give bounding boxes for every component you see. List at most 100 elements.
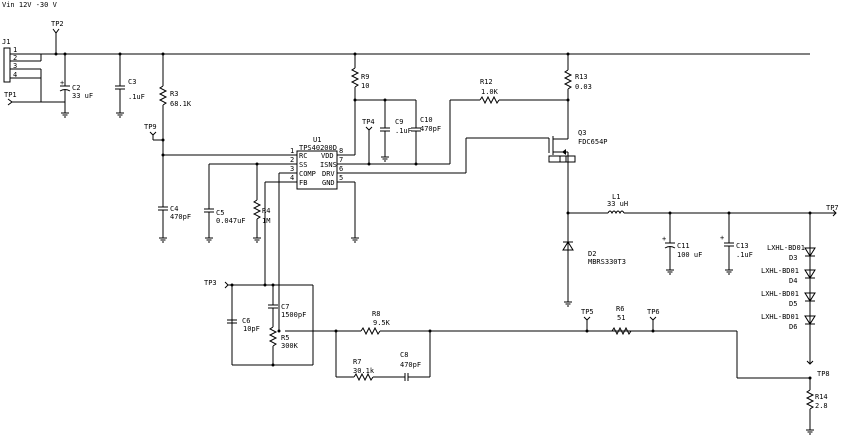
led-d4: LXHL-BD01 D4 — [761, 267, 816, 285]
d4-ref: D4 — [789, 277, 797, 285]
junction-dots — [54, 52, 812, 380]
diode-d2: D2 MBRS330T3 — [562, 241, 626, 266]
resistor-r3: R3 68.1K — [158, 54, 192, 207]
tp7: TP7 — [826, 204, 839, 217]
resistor-r5: R5 300K — [268, 326, 299, 365]
c11-plus: + — [662, 235, 666, 243]
c6-value: 10pF — [243, 325, 260, 333]
tp6: TP6 — [647, 308, 660, 331]
tp2: TP2 — [51, 20, 64, 54]
u1-pin4-num: 4 — [290, 174, 294, 182]
c8-value: 470pF — [400, 361, 421, 369]
tp3: TP3 — [204, 279, 232, 289]
ground-symbols — [61, 112, 814, 435]
tp5-label: TP5 — [581, 308, 594, 316]
resistor-r7: R7 30.1k — [353, 358, 375, 382]
connector-j1: J1 1 2 3 4 — [2, 38, 42, 102]
u1-pin3-num: 3 — [290, 165, 294, 173]
r9-value: 10 — [361, 82, 369, 90]
r4-ref: R4 — [262, 207, 270, 215]
d2-ref: D2 — [588, 250, 596, 258]
r12-value: 1.0K — [481, 88, 499, 96]
tp9-label: TP9 — [144, 123, 157, 131]
d6-ref: D6 — [789, 323, 797, 331]
resistor-r8: R8 9.5K — [360, 310, 391, 336]
c6-ref: C6 — [242, 317, 250, 325]
d5-ref: D5 — [789, 300, 797, 308]
j1-pin-4: 4 — [13, 71, 17, 79]
capacitor-c6: C6 10pF — [227, 285, 260, 333]
c13-plus: + — [720, 234, 724, 242]
resistor-r4: R4 1M — [252, 164, 270, 238]
j1-pin-1: 1 — [13, 46, 17, 54]
c11-value: 100 uF — [677, 251, 702, 259]
mosfet-q3: Q3 FDC654P — [548, 129, 608, 165]
l1-ref: L1 — [612, 193, 620, 201]
u1-pin6-num: 6 — [339, 165, 343, 173]
d6-part: LXHL-BD01 — [761, 313, 799, 321]
resistor-r9: R9 10 — [350, 54, 369, 155]
c10-ref: C10 — [420, 116, 433, 124]
u1-pin2-name: SS — [299, 161, 307, 169]
capacitor-c9: C9 .1uF — [380, 100, 412, 157]
resistor-r6: R6 51 — [611, 305, 632, 336]
c7-ref: C7 — [281, 303, 289, 311]
q3-value: FDC654P — [578, 138, 608, 146]
r12-ref: R12 — [480, 78, 493, 86]
capacitor-c7: C7 1500pF — [268, 285, 306, 327]
u1-pin6-name: DRV — [322, 170, 335, 178]
r13-value: 0.03 — [575, 83, 592, 91]
capacitor-c13: + C13 .1uF — [720, 213, 753, 270]
r7-value: 30.1k — [353, 367, 375, 375]
led-d6: LXHL-BD01 D6 — [761, 313, 816, 331]
r14-value: 2.8 — [815, 402, 828, 410]
u1-pin7-num: 7 — [339, 156, 343, 164]
c4-value: 470pF — [170, 213, 191, 221]
j1-ref: J1 — [2, 38, 10, 46]
u1-ref: U1 — [313, 136, 321, 144]
u1-pin2-num: 2 — [290, 156, 294, 164]
r3-value: 68.1K — [170, 100, 192, 108]
r5-ref: R5 — [281, 334, 289, 342]
tp6-label: TP6 — [647, 308, 660, 316]
tp4-label: TP4 — [362, 118, 375, 126]
u1-pin8-name: VDD — [321, 152, 334, 160]
r6-ref: R6 — [616, 305, 624, 313]
c8-ref: C8 — [400, 351, 408, 359]
c5-ref: C5 — [216, 209, 224, 217]
vin-note: Vin 12V -30 V — [2, 1, 58, 9]
c13-ref: C13 — [736, 242, 749, 250]
d3-part: LXHL-BD01 — [767, 244, 805, 252]
r8-ref: R8 — [372, 310, 380, 318]
tp9: TP9 — [144, 123, 163, 141]
r3-ref: R3 — [170, 90, 178, 98]
u1-pin4-name: FB — [299, 179, 307, 187]
r5-value: 300K — [281, 342, 299, 350]
d3-ref: D3 — [789, 254, 797, 262]
capacitor-c2: + C2 33 uF — [59, 54, 93, 113]
c13-value: .1uF — [736, 251, 753, 259]
tp2-label: TP2 — [51, 20, 64, 28]
tp4: TP4 — [362, 118, 375, 164]
capacitor-c3: C3 .1uF — [115, 54, 145, 113]
u1-pin5-name: GND — [322, 179, 335, 187]
c11-ref: C11 — [677, 242, 690, 250]
capacitor-c11: + C11 100 uF — [662, 213, 702, 270]
inductor-l1: L1 33 uH — [607, 193, 628, 215]
c7-value: 1500pF — [281, 311, 306, 319]
l1-value: 33 uH — [607, 200, 628, 208]
c2-ref: C2 — [72, 84, 80, 92]
u1-pin3-name: COMP — [299, 170, 316, 178]
u1-part: TPS40200D — [299, 144, 337, 152]
j1-pin-2: 2 — [13, 54, 17, 62]
tp5: TP5 — [581, 308, 594, 331]
c5-value: 0.047uF — [216, 217, 246, 225]
r7-ref: R7 — [353, 358, 361, 366]
u1-pin1-num: 1 — [290, 147, 294, 155]
capacitor-c5: C5 0.047uF — [204, 164, 246, 238]
tp1: TP1 — [4, 91, 65, 106]
c9-value: .1uF — [395, 127, 412, 135]
c10-value: 470pF — [420, 125, 441, 133]
capacitor-c4: C4 470pF — [158, 205, 191, 238]
q3-ref: Q3 — [578, 129, 586, 137]
